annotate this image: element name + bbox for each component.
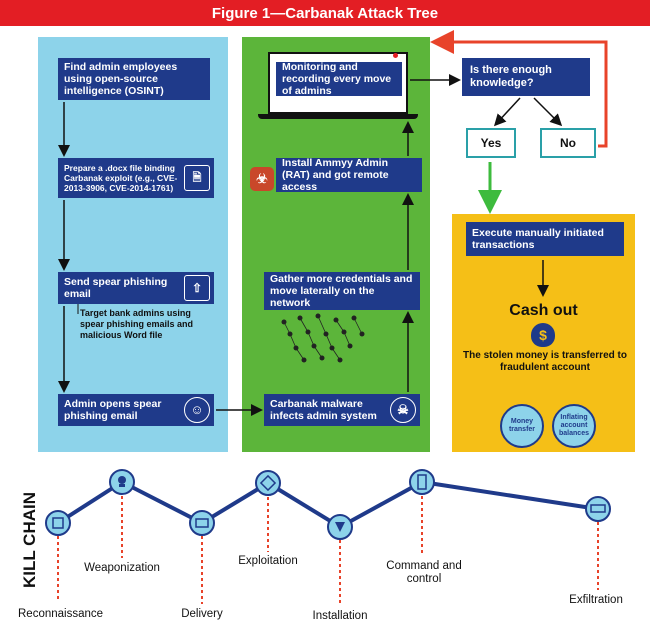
step-monitoring-text: Monitoring and recording every move of a… — [282, 61, 392, 97]
inflating-balances-circle: Inflating account balances — [552, 404, 596, 448]
person-icon: ☺ — [184, 397, 210, 423]
step-admin-opens: Admin opens spear phishing email ☺ — [58, 394, 214, 426]
kill-chain-label: KILL CHAIN — [20, 492, 39, 589]
monitor-red-dot — [393, 53, 398, 58]
exploitation-node-icon — [255, 470, 281, 496]
stolen-money-text: The stolen money is transferred to fraud… — [463, 350, 627, 373]
figure-title: Figure 1—Carbanak Attack Tree — [0, 0, 650, 26]
network-links-graphic — [283, 315, 363, 361]
command-control-node-icon — [409, 469, 435, 495]
step-monitoring: Monitoring and recording every move of a… — [276, 61, 402, 97]
kill-chain-nodes — [45, 469, 611, 540]
reconnaissance-node-icon — [45, 510, 71, 536]
stage-installation: Installation — [312, 610, 368, 622]
step-send-phishing: Send spear phishing email ⇧ — [58, 272, 214, 304]
stage-exfiltration: Exfiltration — [569, 594, 623, 606]
step-prepare-docx: Prepare a .docx file binding Carbanak ex… — [58, 158, 214, 198]
stage-reconnaissance: Reconnaissance — [18, 608, 104, 620]
rat-malware-icon: ☣ — [250, 167, 274, 191]
stage-command-control: Command and control — [382, 560, 466, 586]
stage-weaponization: Weaponization — [84, 562, 160, 574]
decision-no: No — [540, 128, 596, 158]
step-gather-credentials-text: Gather more credentials and move lateral… — [270, 273, 413, 309]
money-bag-icon: $ — [531, 323, 555, 347]
inflating-balances-text: Inflating account balances — [559, 414, 589, 437]
step-admin-opens-text: Admin opens spear phishing email — [64, 398, 162, 422]
arrow-question-to-no — [533, 97, 563, 127]
arrow-question-to-yes — [493, 97, 521, 127]
money-transfer-circle: Money transfer — [500, 404, 544, 448]
cash-out-heading: Cash out — [509, 302, 578, 319]
step-install-rat: Install Ammyy Admin (RAT) and got remote… — [276, 157, 422, 193]
kill-chain-line — [56, 479, 599, 530]
decision-yes: Yes — [466, 128, 516, 158]
arrow-no-feedback — [430, 30, 608, 148]
step-gather-credentials: Gather more credentials and move lateral… — [264, 272, 420, 310]
step-install-rat-text: Install Ammyy Admin (RAT) and got remote… — [282, 157, 389, 193]
stage-delivery: Delivery — [181, 608, 223, 620]
laptop-upload-icon: ⇧ — [184, 275, 210, 301]
monitor-laptop-base — [258, 114, 418, 119]
step-find-admins: Find admin employees using open-source i… — [58, 58, 210, 100]
exfiltration-node-icon — [585, 496, 611, 522]
phishing-note: Target bank admins using spear phishing … — [80, 308, 194, 340]
document-icon: 🗎 — [184, 165, 210, 191]
step-carbanak-infects: Carbanak malware infects admin system ☠ — [264, 394, 420, 426]
knowledge-question: Is there enough knowledge? — [462, 58, 590, 96]
step-prepare-docx-text: Prepare a .docx file binding Carbanak ex… — [64, 163, 178, 193]
stage-command-control-text: Command and control — [386, 560, 462, 585]
knowledge-question-text: Is there enough knowledge? — [470, 64, 552, 89]
step-find-admins-text: Find admin employees using open-source i… — [64, 61, 178, 97]
step-execute-transactions-text: Execute manually initiated transactions — [472, 227, 604, 251]
stage-exploitation: Exploitation — [238, 555, 298, 567]
kill-chain-node-glyphs — [52, 474, 606, 532]
step-execute-transactions: Execute manually initiated transactions — [466, 222, 624, 256]
step-carbanak-infects-text: Carbanak malware infects admin system — [270, 398, 377, 422]
money-transfer-text: Money transfer — [508, 418, 536, 433]
delivery-node-icon — [189, 510, 215, 536]
network-nodes-graphic — [281, 313, 365, 363]
kill-chain-dashes — [57, 496, 599, 606]
skull-crossbones-icon: ☠ — [390, 397, 416, 423]
step-send-phishing-text: Send spear phishing email — [64, 276, 168, 300]
